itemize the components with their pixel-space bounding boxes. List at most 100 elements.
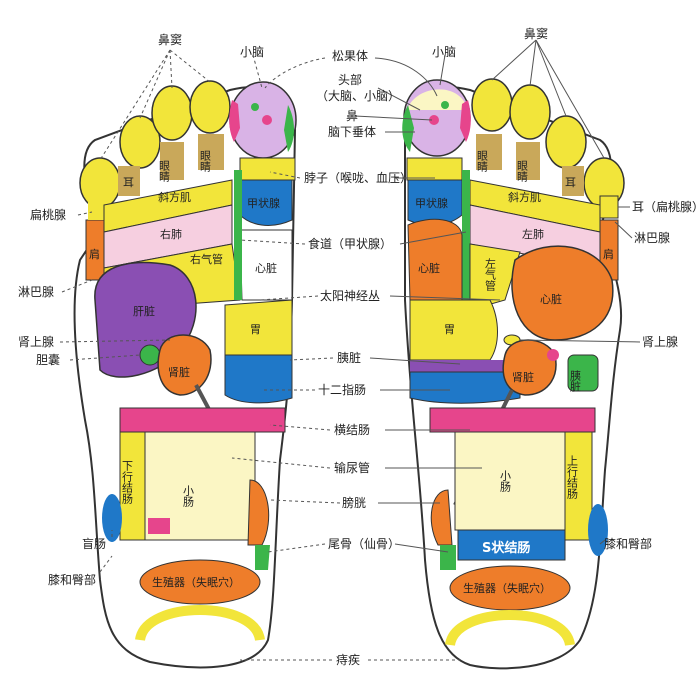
right-big-toe-green-dot bbox=[441, 101, 449, 109]
right-duodenum bbox=[409, 371, 521, 404]
region-lung-left-organ: 左肺 bbox=[522, 228, 544, 241]
region-liver: 肝脏 bbox=[133, 305, 155, 318]
region-trapezius-left: 斜方肌 bbox=[158, 190, 191, 204]
leader-songguoti bbox=[374, 57, 438, 97]
right-small-pink-dot bbox=[547, 349, 559, 361]
label-linbaxian-left: 淋巴腺 bbox=[18, 285, 54, 299]
right-esophagus-strip bbox=[462, 170, 470, 300]
label-zhiji: 痔疾 bbox=[336, 652, 360, 667]
label-xihetunbu-left: 膝和臀部 bbox=[48, 572, 96, 587]
leader-heng-left bbox=[269, 424, 331, 431]
right-eye-neck-2 bbox=[516, 142, 540, 180]
right-heart-big bbox=[511, 245, 614, 341]
left-ear-neck bbox=[118, 166, 140, 196]
right-sigmoid bbox=[457, 529, 566, 561]
label-shierzhichang: 十二指肠 bbox=[318, 382, 366, 397]
region-ascending-colon: 上行结肠 bbox=[566, 455, 579, 500]
region-er-left: 耳 bbox=[123, 176, 134, 189]
region-trachea-right: 右气管 bbox=[190, 252, 223, 266]
region-sigmoid-colon: S状结肠 bbox=[482, 540, 530, 556]
left-big-toe-green bbox=[284, 105, 294, 152]
right-coccyx bbox=[440, 545, 456, 570]
right-toe-2 bbox=[471, 78, 513, 132]
region-shoulder-left: 肩 bbox=[89, 247, 100, 261]
leader-linba-left bbox=[61, 279, 93, 293]
right-big-toe-yellow bbox=[407, 89, 468, 110]
region-eye-right-1: 眼睛 bbox=[476, 150, 489, 172]
leader-toubu bbox=[377, 87, 421, 111]
right-ear-tonsil bbox=[599, 195, 619, 219]
left-kidney bbox=[157, 334, 212, 396]
left-coccyx bbox=[255, 545, 270, 570]
leader-shenshang-right bbox=[519, 339, 641, 343]
label-shidao: 食道（甲状腺） bbox=[308, 236, 392, 251]
region-heart-big-right: 心脏 bbox=[540, 293, 562, 306]
region-trapezius-right: 斜方肌 bbox=[508, 190, 541, 204]
left-eye-neck-1 bbox=[160, 142, 184, 180]
leader-bidou-right bbox=[491, 39, 605, 159]
label-toubu: 头部 bbox=[338, 72, 362, 87]
region-thyroid-right: 甲状腺 bbox=[415, 196, 448, 210]
right-foot: 眼睛 眼睛 耳 斜方肌 甲状腺 左肺 肩 心脏 左气管 心脏 胃 肾脏 胰脏 小… bbox=[402, 78, 625, 670]
right-trachea bbox=[469, 243, 521, 311]
label-xiaonao-left: 小脑 bbox=[240, 45, 264, 59]
label-songguoti: 松果体 bbox=[332, 49, 368, 63]
label-shenshangxian-right: 肾上腺 bbox=[642, 335, 678, 349]
region-trachea-left: 左气管 bbox=[484, 258, 497, 292]
left-big-toe-green-dot bbox=[251, 103, 259, 111]
left-appendix bbox=[148, 518, 170, 534]
label-weigu: 尾骨（仙骨） bbox=[328, 537, 400, 551]
right-toe-4 bbox=[545, 115, 587, 169]
region-eye-left-2: 眼睛 bbox=[199, 150, 212, 172]
region-kidney-left: 肾脏 bbox=[168, 366, 190, 379]
region-eye-right-2: 眼睛 bbox=[516, 160, 529, 182]
right-neck bbox=[406, 157, 463, 181]
left-big-toe-pink bbox=[229, 100, 240, 142]
leader-taiyang bbox=[389, 295, 501, 301]
region-genitals-left: 生殖器（失眠穴） bbox=[152, 575, 240, 589]
label-xiaonao-right: 小脑 bbox=[432, 45, 456, 59]
leader-shenshang-left bbox=[59, 339, 171, 343]
left-genitals bbox=[139, 559, 261, 605]
region-lung-right-organ: 右肺 bbox=[160, 227, 182, 241]
leader-shidao bbox=[399, 231, 467, 245]
leader-xi-right bbox=[599, 539, 606, 545]
right-pancreas-box bbox=[567, 354, 599, 392]
region-kidney-right: 肾脏 bbox=[512, 371, 534, 384]
label-linbaxian-right: 淋巴腺 bbox=[634, 231, 670, 245]
right-eye-neck-1 bbox=[476, 134, 502, 170]
outer-labels: 鼻窦 小脑 松果体 小脑 鼻窦 头部 （大脑、小脑） 鼻 脑下垂体 脖子（喉咙、… bbox=[18, 26, 696, 667]
label-bi: 鼻 bbox=[346, 108, 358, 123]
left-foot: 耳 眼睛 眼睛 斜方肌 右肺 右气管 肩 甲状腺 心脏 肝脏 胃 肾脏 下行结肠… bbox=[73, 80, 297, 669]
left-toe-2 bbox=[189, 80, 231, 134]
leader-weigu bbox=[394, 543, 449, 553]
left-big-toe-red-dot bbox=[262, 115, 272, 125]
region-heart-small-right: 心脏 bbox=[418, 262, 440, 275]
leader-xiaonao-right bbox=[439, 54, 446, 86]
right-kidney bbox=[502, 339, 557, 396]
region-descending-colon: 下行结肠 bbox=[121, 460, 134, 505]
region-small-intestine-right: 小肠 bbox=[499, 470, 512, 493]
left-cecum bbox=[102, 494, 122, 542]
label-biantaoxian-left: 扁桃腺 bbox=[30, 207, 66, 222]
region-eye-left-1: 眼睛 bbox=[158, 160, 171, 182]
region-stomach-right: 胃 bbox=[444, 323, 455, 336]
label-shuniaoguan: 输尿管 bbox=[334, 460, 370, 475]
right-knee-hip-blue bbox=[588, 504, 608, 556]
leader-yizang-left bbox=[289, 357, 334, 361]
leader-yizang bbox=[369, 357, 461, 365]
region-thyroid-left: 甲状腺 bbox=[247, 196, 280, 210]
left-transverse-colon bbox=[119, 407, 286, 433]
right-transverse-colon bbox=[429, 407, 596, 433]
label-bozi: 脖子（喉咙、血压） bbox=[304, 171, 412, 185]
label-bidou-left: 鼻窦 bbox=[158, 32, 182, 47]
right-toe-3 bbox=[509, 84, 551, 140]
left-esophagus-strip bbox=[234, 170, 242, 300]
leader-biantao-left bbox=[77, 211, 93, 216]
right-heart-small bbox=[407, 218, 463, 301]
leader-shuniao-left bbox=[231, 457, 331, 469]
leader-bozi-left bbox=[269, 171, 301, 179]
region-stomach-left: 胃 bbox=[250, 323, 261, 336]
right-stomach bbox=[409, 299, 498, 361]
